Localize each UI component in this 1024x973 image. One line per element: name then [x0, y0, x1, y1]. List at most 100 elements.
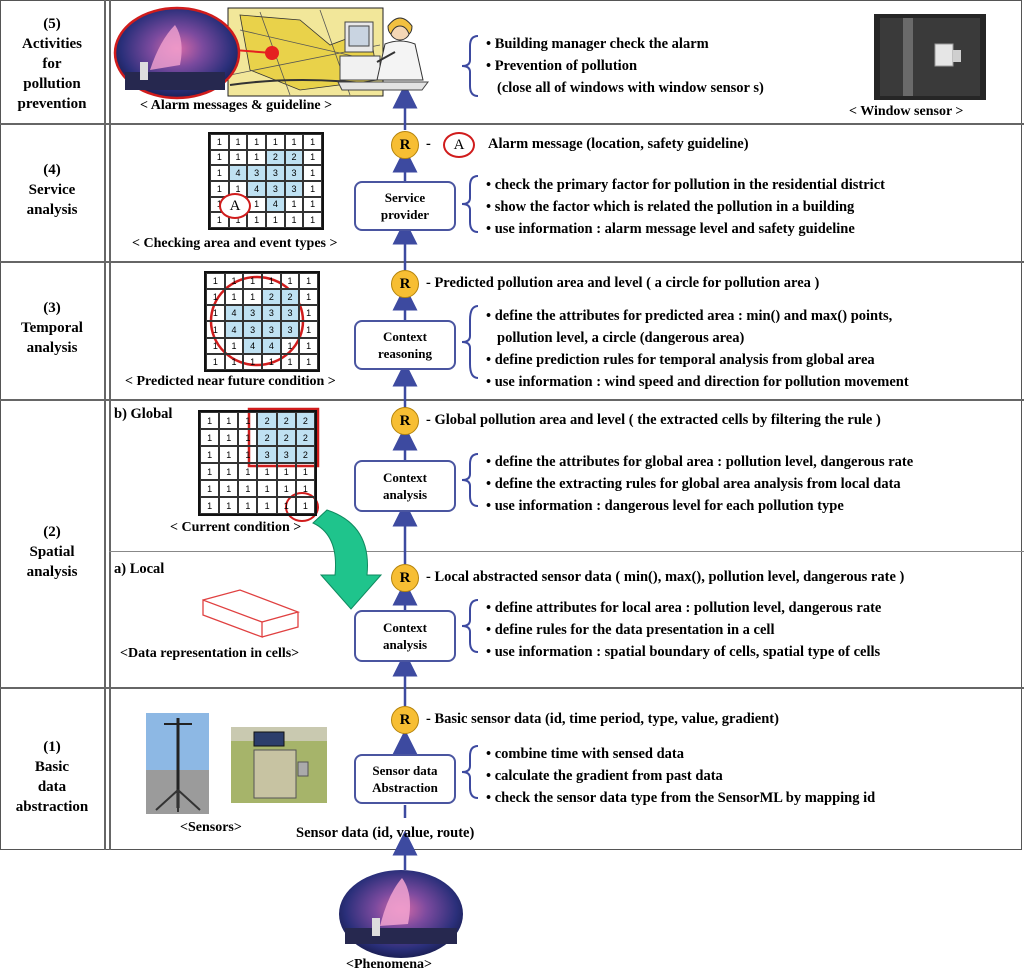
temporal-grid-cell: 3 [261, 321, 281, 338]
result-r-temporal: R [391, 270, 419, 298]
temporal-grid-cell: 3 [243, 305, 262, 322]
global-grid-cell: 1 [295, 480, 315, 497]
service-grid-cell: 4 [247, 181, 266, 197]
temporal-grid-cell: 2 [280, 289, 300, 306]
sensor-pole-image [146, 713, 209, 814]
service-grid-cell: 4 [265, 196, 285, 213]
service-grid-cell: 1 [303, 212, 322, 228]
temporal-grid-cell: 1 [206, 289, 225, 306]
global-grid-cell: 1 [219, 412, 239, 429]
service-grid-cell: 1 [265, 134, 285, 150]
global-grid-cell: 1 [295, 463, 315, 480]
global-grid-cell: 1 [200, 429, 220, 446]
temporal-grid-cell: 1 [243, 273, 262, 290]
activities-bullets: • Building manager check the alarm • Pre… [486, 36, 764, 96]
global-grid-cell: 2 [257, 412, 277, 429]
green-transform-arrow [312, 509, 383, 610]
diagram-frame [0, 0, 1022, 850]
temporal-grid-cell: 4 [243, 337, 262, 354]
global-grid-cell: 1 [200, 412, 220, 429]
service-grid-cell: 1 [265, 212, 285, 228]
alarm-messages-caption: < Alarm messages & guideline > [140, 98, 333, 113]
global-grid-cell: 2 [276, 412, 296, 429]
service-grid-cell: 1 [303, 134, 322, 150]
global-grid-cell: 1 [238, 497, 258, 514]
global-grid-cell: 1 [200, 446, 220, 463]
stage-column-divider [104, 0, 106, 850]
row-divider-4-3 [0, 261, 1024, 263]
service-grid-cell: 4 [228, 165, 248, 181]
global-grid-cell: 1 [257, 463, 277, 480]
global-grid-cell: 1 [238, 463, 258, 480]
sensors-caption: <Sensors> [180, 820, 242, 835]
service-grid-cell: 2 [284, 149, 304, 166]
temporal-grid-cell: 4 [224, 305, 244, 322]
service-grid-cell: 1 [303, 181, 322, 197]
global-grid-cell: 1 [276, 480, 296, 497]
global-grid-cell: 2 [276, 429, 296, 446]
temporal-grid-cell: 1 [299, 353, 318, 370]
service-grid-cell: 1 [247, 134, 266, 150]
temporal-grid-cell: 1 [299, 305, 318, 322]
result-r-global: R [391, 407, 419, 435]
output-basic: - Basic sensor data (id, time period, ty… [426, 711, 779, 727]
service-grid-cell: 1 [247, 149, 266, 166]
output-global: - Global pollution area and level ( the … [426, 412, 881, 428]
service-grid-cell: 1 [284, 196, 304, 213]
global-grid-cell: 3 [257, 446, 277, 463]
sensor-station-image [231, 727, 327, 803]
temporal-grid-cell: 1 [261, 273, 281, 290]
global-grid-cell: 1 [238, 412, 258, 429]
temporal-grid-cell: 3 [280, 321, 300, 338]
temporal-grid-cell: 2 [261, 289, 281, 306]
alarm-a-marker: A [443, 132, 475, 158]
service-grid-cell: 1 [303, 165, 322, 181]
service-grid-cell: 1 [210, 149, 229, 166]
temporal-grid-cell: 1 [206, 337, 225, 354]
temporal-grid-cell: 1 [261, 353, 281, 370]
row-divider-2-1 [0, 687, 1024, 689]
global-grid-cell: 2 [295, 446, 315, 463]
global-grid-cell: 1 [219, 480, 239, 497]
temporal-grid-cell: 1 [280, 353, 300, 370]
temporal-bullets: • define the attributes for predicted ar… [486, 308, 909, 390]
temporal-grid-cell: 4 [261, 337, 281, 354]
service-grid-cell: 3 [247, 165, 266, 181]
service-grid-cell: 1 [210, 134, 229, 150]
temporal-grid-cell: 1 [299, 289, 318, 306]
global-grid-cell: 1 [257, 497, 277, 514]
global-grid-cell: 1 [200, 480, 220, 497]
global-grid-cell: 1 [200, 497, 220, 514]
sensor-data-input-label: Sensor data (id, value, route) [296, 825, 475, 841]
service-grid-cell: 1 [247, 212, 266, 228]
local-label: a) Local [114, 561, 165, 577]
temporal-grid-cell: 1 [224, 289, 244, 306]
temporal-grid-cell: 4 [224, 321, 244, 338]
global-grid-cell: 3 [276, 446, 296, 463]
data-representation-caption: <Data representation in cells> [120, 646, 300, 661]
building-manager-image [337, 17, 429, 91]
temporal-grid-cell: 1 [224, 273, 244, 290]
local-bullets: • define attributes for local area : pol… [486, 600, 882, 660]
temporal-grid-cell: 1 [206, 321, 225, 338]
result-r-local: R [391, 564, 419, 592]
service-grid-cell: 1 [228, 149, 248, 166]
service-grid-cell: 1 [284, 212, 304, 228]
temporal-grid-cell: 1 [299, 321, 318, 338]
result-r-basic: R [391, 706, 419, 734]
global-grid-cell: 2 [295, 412, 315, 429]
temporal-grid-cell: 1 [206, 273, 225, 290]
temporal-grid-cell: 3 [243, 321, 262, 338]
global-grid-cell: 1 [276, 463, 296, 480]
global-grid-cell: 1 [219, 429, 239, 446]
temporal-grid-cell: 1 [299, 337, 318, 354]
row-divider-5-4 [0, 123, 1024, 125]
service-grid: 111111111221143331114331111411111111 [208, 132, 324, 230]
